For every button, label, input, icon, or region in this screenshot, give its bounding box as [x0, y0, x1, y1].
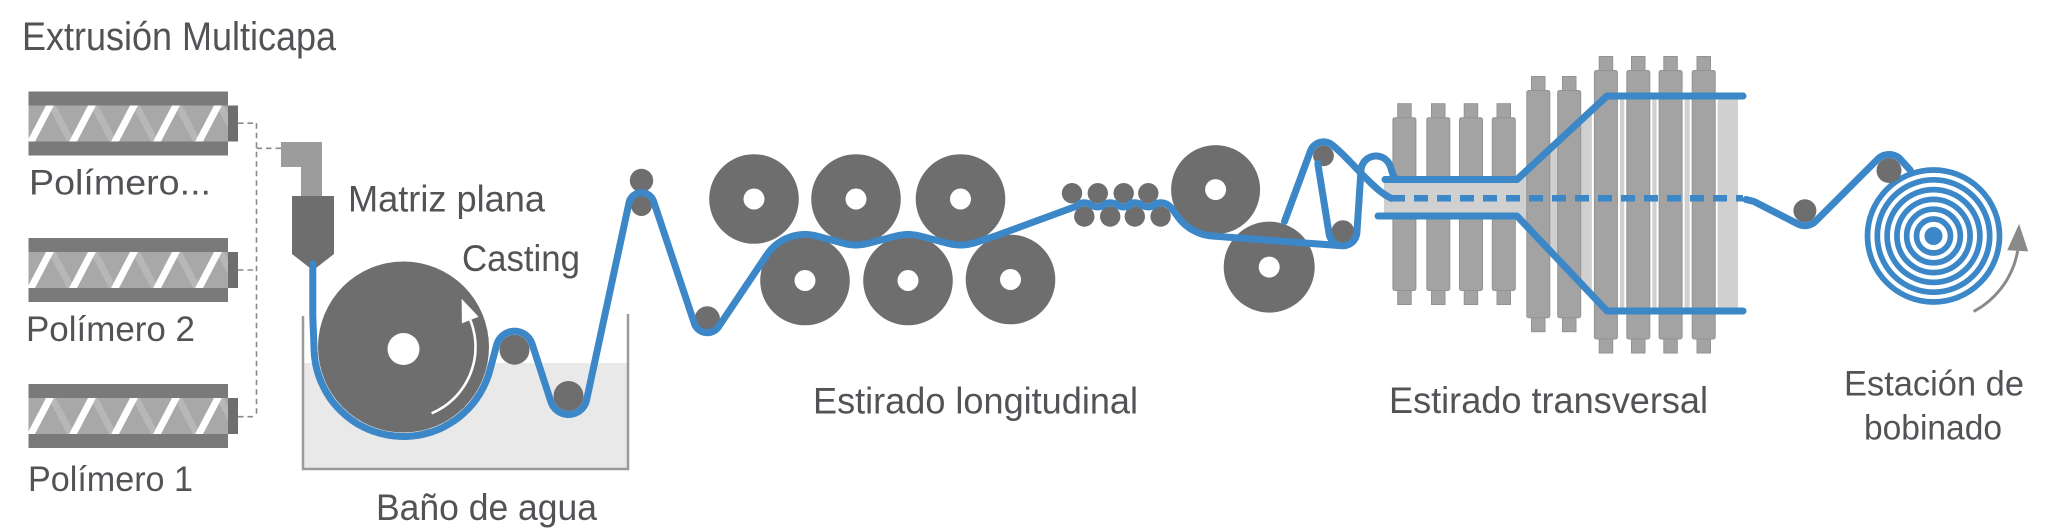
svg-text:Extrusión Multicapa: Extrusión Multicapa: [22, 15, 336, 59]
svg-text:Estación de: Estación de: [1844, 365, 2024, 404]
svg-text:Baño de agua: Baño de agua: [376, 487, 597, 528]
svg-text:Polímero 2: Polímero 2: [26, 310, 195, 349]
svg-text:Casting: Casting: [462, 238, 580, 279]
svg-text:Estirado transversal: Estirado transversal: [1389, 380, 1708, 421]
svg-text:Matriz plana: Matriz plana: [348, 179, 545, 220]
svg-text:Polímero 1: Polímero 1: [28, 460, 193, 499]
svg-text:Polímero...: Polímero...: [29, 164, 211, 203]
svg-text:bobinado: bobinado: [1864, 409, 2002, 448]
svg-text:Estirado longitudinal: Estirado longitudinal: [813, 381, 1138, 422]
